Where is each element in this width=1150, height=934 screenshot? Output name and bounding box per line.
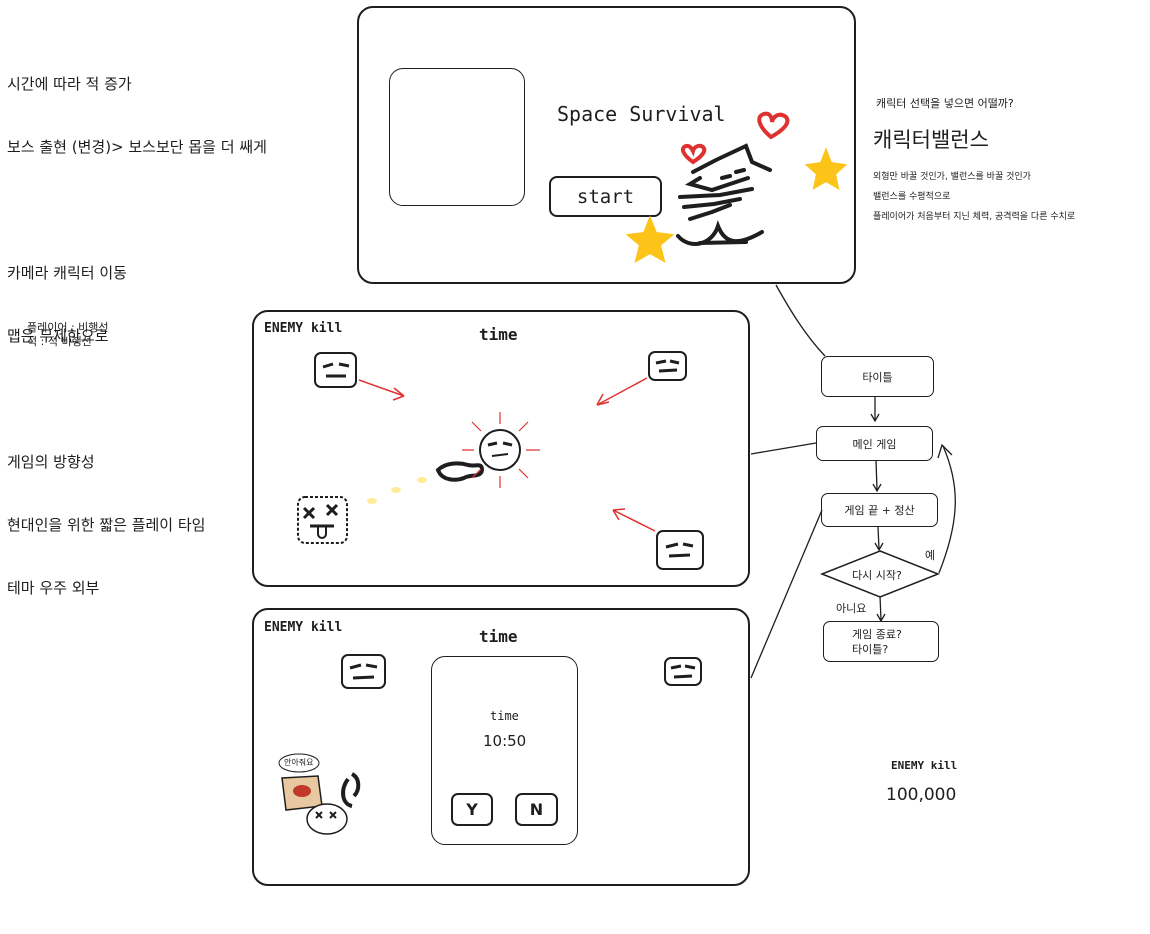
flow-quit-line: 게임 종료? [852,627,902,642]
flow-restart-question: 다시 시작? [852,567,902,583]
flow-quit-line: 타이틀? [852,642,888,657]
flow-quit-node: 게임 종료? 타이틀? [823,621,939,662]
flow-main-game-node: 메인 게임 [816,426,933,461]
score-value: 100,000 [886,785,956,805]
flow-yes-label: 예 [925,547,935,563]
flow-no-label: 아니요 [836,600,866,616]
score-label: ENEMY kill [891,759,957,772]
flow-game-end-node: 게임 끝 + 정산 [821,493,938,527]
flow-title-node: 타이틀 [821,356,934,397]
